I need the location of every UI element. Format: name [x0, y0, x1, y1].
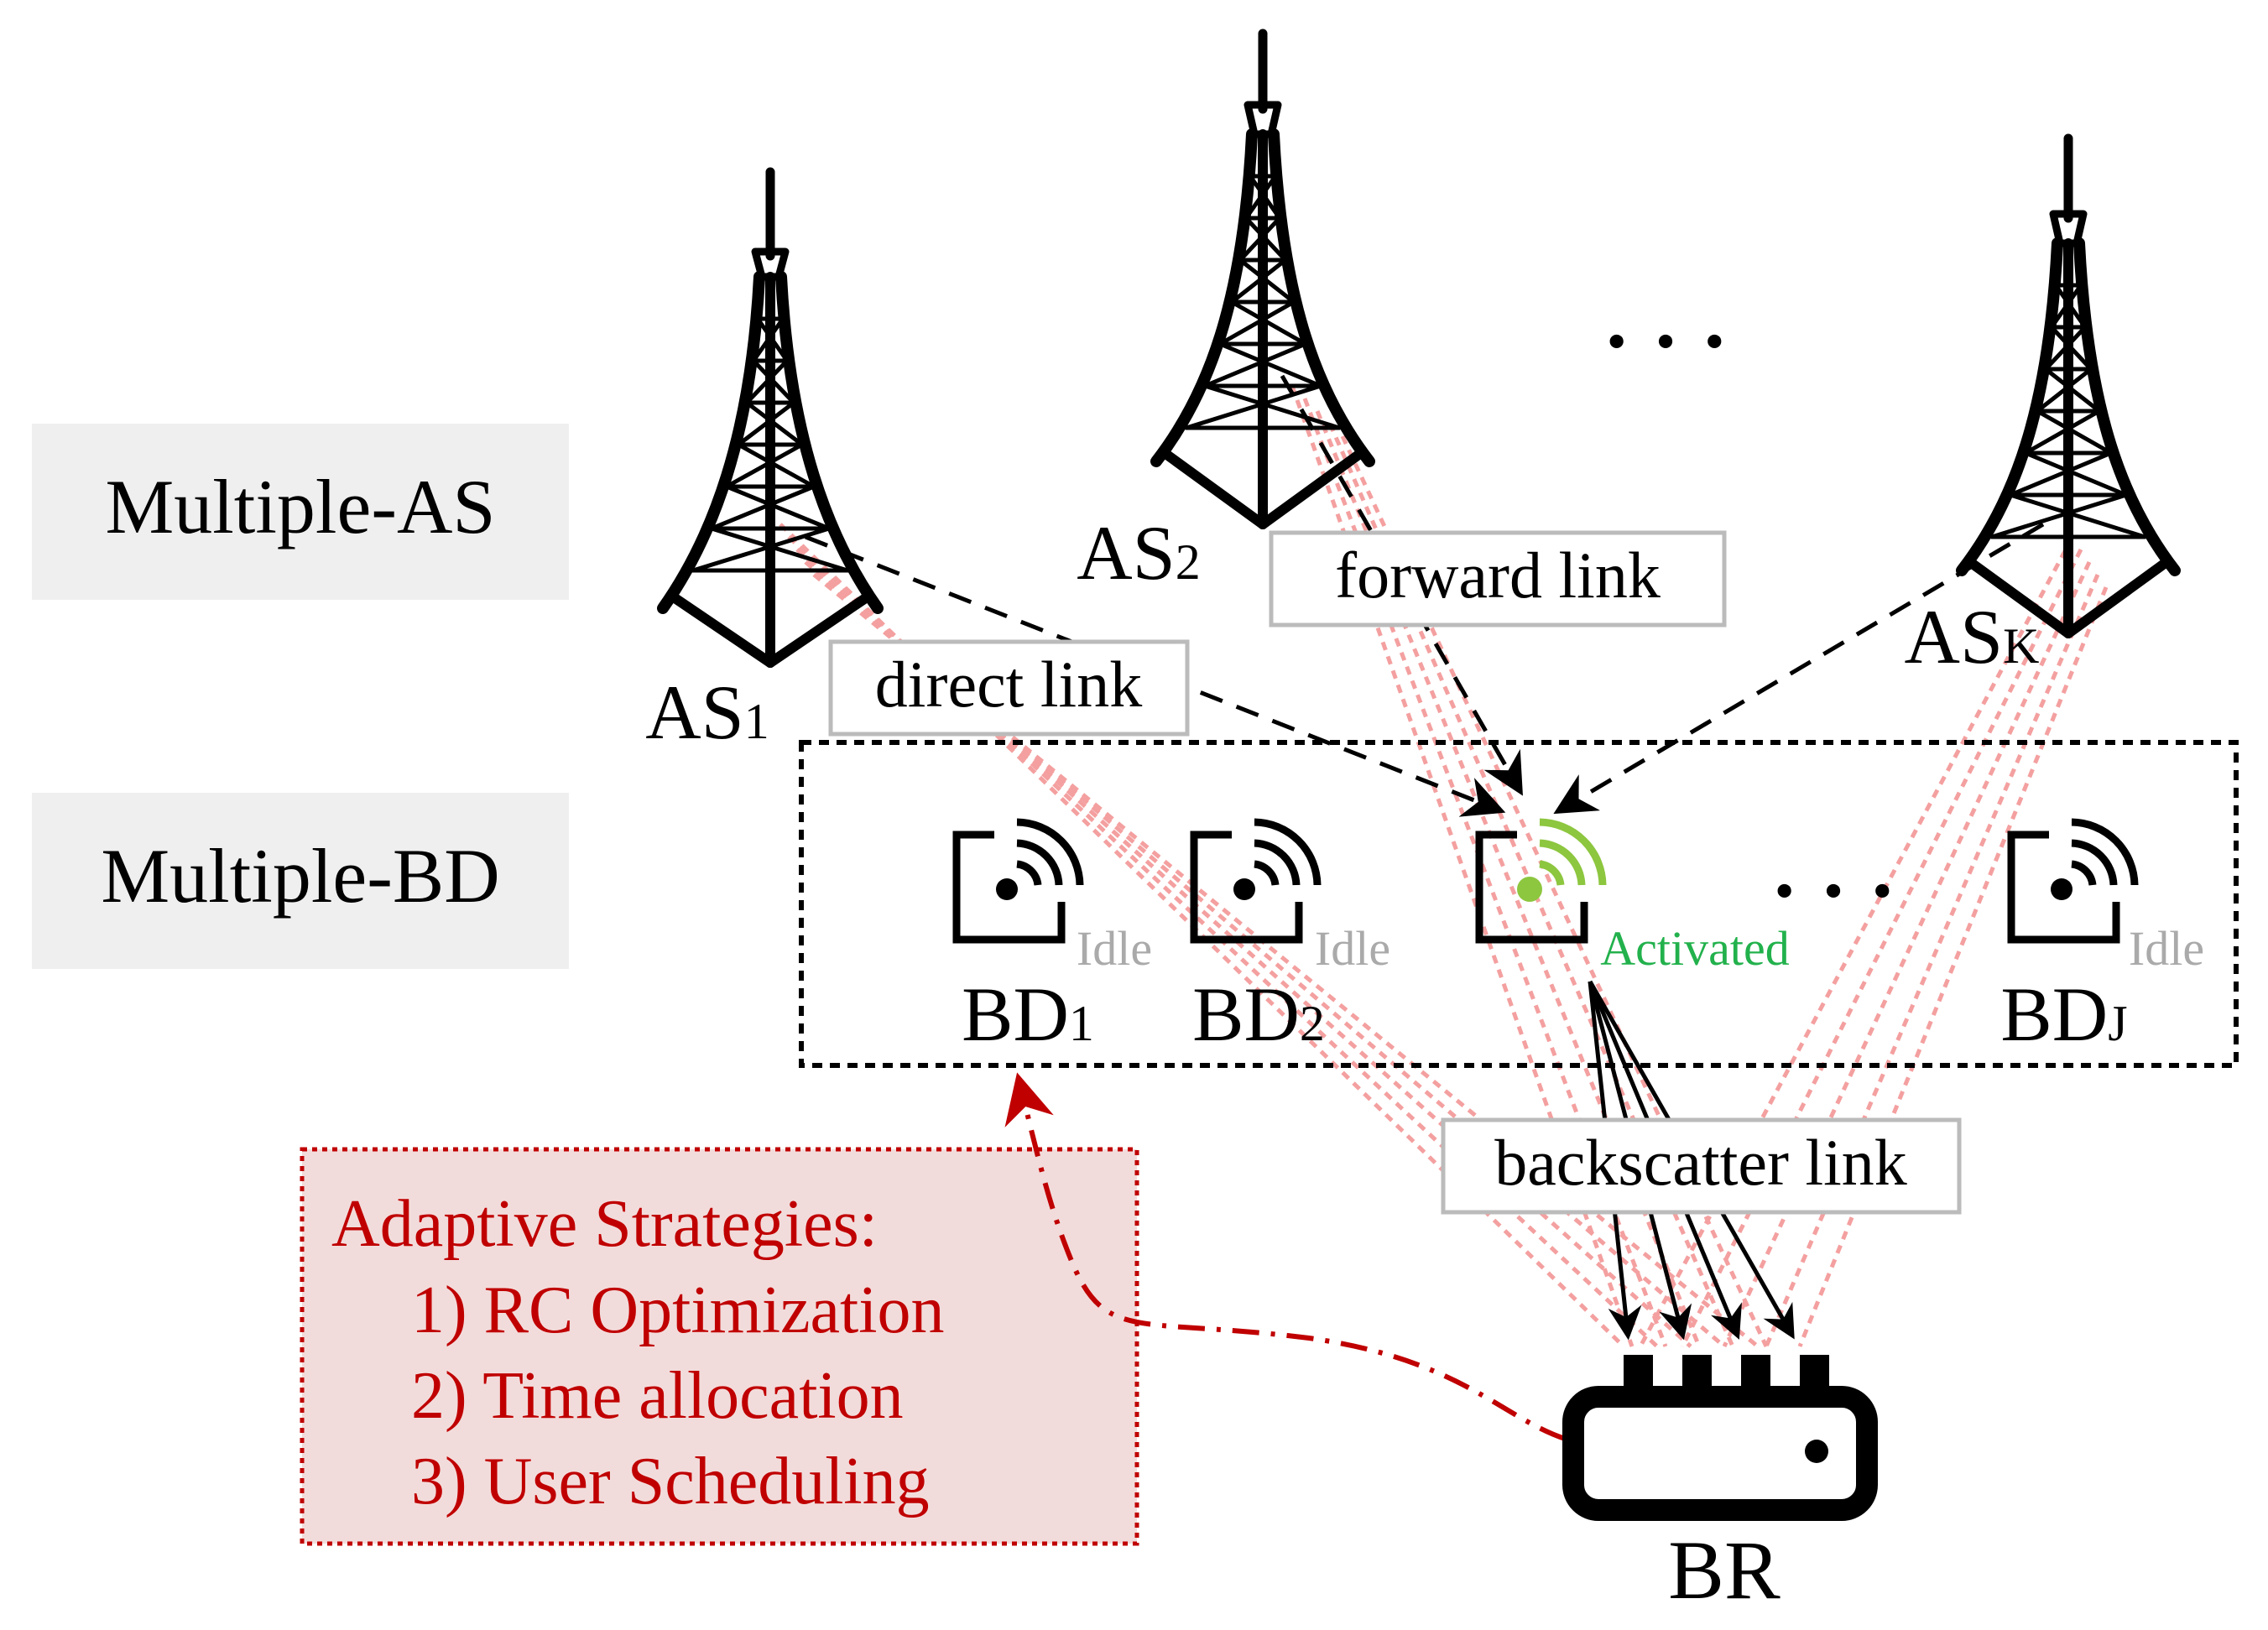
forward-link-label: forward link [1269, 530, 1727, 628]
control-arrow [1004, 1072, 1566, 1441]
bdj-status: Idle [2129, 921, 2204, 976]
bd1-sub: 1 [1069, 996, 1094, 1051]
as1-label: AS1 [645, 669, 769, 755]
as1-main: AS [645, 669, 744, 755]
bd2-device-icon [1190, 818, 1322, 944]
bd2-main: BD [1192, 971, 1300, 1057]
ask-main: AS [1905, 594, 2004, 680]
bd1-label: BD1 [962, 971, 1094, 1057]
multiple-as-text: Multiple-AS [105, 464, 495, 549]
ask-label: ASK [1905, 594, 2040, 680]
direct-link-label: direct link [828, 639, 1190, 737]
strategies-title: Adaptive Strategies: [331, 1187, 878, 1261]
bd-ellipsis: · · · [1770, 844, 1896, 937]
multiple-bd-text: Multiple-BD [101, 833, 499, 919]
strategy-item-user-scheduling: 3) User Scheduling [411, 1445, 930, 1518]
as1-sub: 1 [744, 694, 769, 749]
bdj-main: BD [2000, 971, 2108, 1057]
bd-activated-status: Activated [1600, 921, 1789, 976]
router-icon [1562, 1355, 1878, 1521]
bd1-device-icon [952, 818, 1084, 944]
bd1-main: BD [962, 971, 1069, 1057]
bd2-status: Idle [1315, 921, 1390, 976]
backscatter-link-label: backscatter link [1441, 1117, 1962, 1215]
multiple-bd-label: Multiple-BD [32, 793, 569, 969]
backscatter-link-text: backscatter link [1494, 1126, 1907, 1199]
strategy-item-rc-optimization: 1) RC Optimization [411, 1273, 945, 1347]
adaptive-strategies-box: Adaptive Strategies: 1) RC Optimization … [300, 1147, 1139, 1546]
bd-group-box [799, 740, 2239, 1068]
as-ellipsis: · · · [1603, 294, 1728, 388]
bdj-sub: J [2108, 996, 2127, 1051]
bd2-label: BD2 [1192, 971, 1325, 1057]
bd1-status: Idle [1077, 921, 1152, 976]
bd2-sub: 2 [1300, 996, 1325, 1051]
forward-link-text: forward link [1335, 539, 1661, 612]
ask-tower-icon [1956, 133, 2181, 638]
as2-main: AS [1077, 510, 1176, 596]
bdj-device-icon [2007, 818, 2139, 944]
br-label: BR [1668, 1523, 1781, 1617]
as2-tower-icon [1150, 29, 1375, 529]
as2-sub: 2 [1176, 534, 1201, 590]
ask-sub: K [2003, 618, 2039, 674]
multiple-as-label: Multiple-AS [32, 424, 569, 600]
strategy-item-time-allocation: 2) Time allocation [411, 1359, 904, 1433]
bd-activated-device-icon [1475, 818, 1607, 944]
as2-label: AS2 [1077, 510, 1201, 596]
direct-link-text: direct link [875, 648, 1142, 721]
bdj-label: BDJ [2000, 971, 2127, 1057]
